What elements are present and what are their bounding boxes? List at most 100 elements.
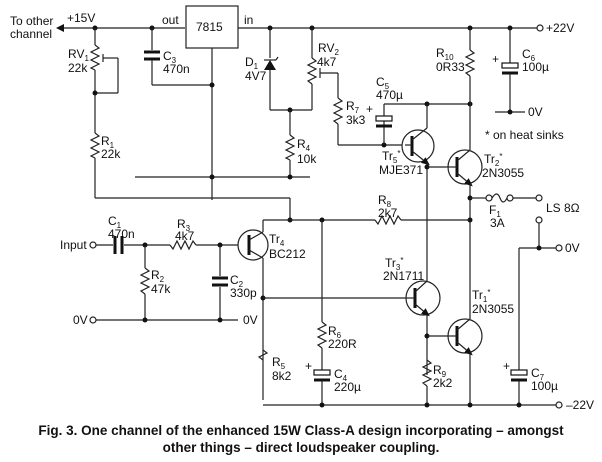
c7-value: 100µ — [531, 379, 558, 393]
r7-ref: R7 — [346, 99, 360, 115]
c6-zero-v-label: 0V — [528, 105, 543, 119]
r8-ref: R8 — [378, 193, 392, 209]
potentiometer-rv1 — [89, 28, 119, 125]
tr5-value: MJE371 — [379, 163, 423, 177]
minus22-rail — [263, 401, 563, 409]
fuse-f1 — [470, 193, 563, 360]
c2-zero-v-label: 0V — [243, 313, 258, 327]
r8-value: 2k7 — [378, 206, 398, 220]
figure-caption: Fig. 3. One channel of the enhanced 15W … — [0, 422, 602, 456]
ls-terminal-plus — [535, 194, 543, 202]
tr4-value: BC212 — [269, 247, 306, 261]
transistor-tr5 — [401, 104, 445, 375]
plus22-label: +22V — [546, 21, 574, 35]
input-terminal[interactable] — [89, 241, 97, 249]
c6-plus: + — [492, 52, 499, 66]
rv2-ref: RV2 — [318, 41, 339, 57]
tr3-ref: Tr3* — [385, 256, 403, 272]
regulator-7815: 7815 — [185, 5, 239, 200]
tr3-value: 2N1711 — [383, 269, 424, 283]
d1-value: 4V7 — [245, 69, 267, 83]
caption-line-2: other things – direct loudspeaker coupli… — [162, 440, 440, 455]
regulator-in-label: in — [244, 13, 253, 27]
arrow-left-icon — [56, 24, 64, 32]
c6-value: 100µ — [522, 60, 549, 74]
rv2-value: 4k7 — [317, 55, 337, 69]
resistor-r9 — [421, 359, 433, 405]
resistor-r1 — [89, 125, 293, 223]
potentiometer-rv2 — [306, 28, 339, 110]
transistor-tr1 — [424, 300, 483, 405]
r9-ref: R9 — [433, 363, 447, 379]
r2-ref: R2 — [151, 268, 165, 284]
capacitor-c7 — [510, 360, 528, 405]
regulator-out-label: out — [162, 13, 179, 27]
d1-ref: D1 — [245, 55, 259, 71]
transistor-tr2 — [445, 149, 483, 300]
input-zero-v-terminal[interactable] — [89, 316, 97, 324]
c5-plus: + — [366, 102, 373, 116]
c1-ref: C1 — [108, 214, 122, 230]
r10-ref: R10 — [436, 46, 454, 62]
r5-value: 8k2 — [272, 369, 292, 383]
capacitor-c6 — [495, 28, 525, 115]
resistor-r4 — [135, 110, 310, 180]
r1-value: 22k — [101, 147, 121, 161]
r9-value: 2k2 — [433, 376, 453, 390]
minus22-terminal — [555, 401, 563, 409]
r4-ref: R4 — [297, 137, 311, 153]
c3-value: 470n — [163, 62, 190, 76]
tr4-ref: Tr4 — [269, 232, 285, 248]
c5-ref: C5 — [376, 75, 390, 91]
c2-value: 330p — [230, 286, 257, 300]
tr2-value: 2N3055 — [482, 166, 524, 180]
r1-ref: R1 — [101, 134, 115, 150]
c7-ref: C7 — [531, 366, 545, 382]
resistor-r7 — [332, 97, 405, 148]
tr5-ref: Tr5* — [382, 149, 400, 165]
c6-ref: C6 — [522, 47, 536, 63]
plus22-terminal — [536, 24, 544, 32]
rv1-ref: RV1 — [68, 47, 89, 63]
input-zero-v-label: 0V — [73, 313, 88, 327]
capacitor-c3 — [144, 28, 215, 88]
c1-value: 470n — [108, 227, 135, 241]
c4-value: 220µ — [334, 380, 361, 394]
c4-plus: + — [305, 359, 312, 373]
r7-value: 3k3 — [346, 113, 366, 127]
c4-ref: C4 — [334, 367, 348, 383]
circuit-schematic: To other channel +15V 7815 out in +22V C… — [10, 5, 594, 412]
transistor-tr4 — [237, 220, 405, 400]
r10-value: 0R33 — [436, 60, 465, 74]
r3-ref: R3 — [177, 217, 191, 233]
r3-value: 4k7 — [175, 229, 195, 243]
minus22-label: –22V — [566, 398, 594, 412]
f1-ref: F1 — [489, 203, 501, 219]
heat-sink-note: * on heat sinks — [485, 128, 564, 142]
resistor-r10 — [464, 28, 476, 150]
rv1-value: 22k — [68, 61, 88, 75]
resistor-r6-capacitor-c4 — [313, 220, 331, 405]
output-zero-v-label: 0V — [565, 241, 580, 255]
c7-plus: + — [503, 359, 510, 373]
r6-ref: R6 — [328, 324, 342, 340]
tr2-ref: Tr2* — [484, 152, 502, 168]
c5-value: 470µ — [376, 88, 403, 102]
input-stage — [89, 236, 245, 324]
zener-diode-d1 — [264, 28, 312, 113]
transistor-tr3 — [405, 280, 441, 317]
plus22-rail — [238, 24, 544, 32]
f1-value: 3A — [490, 216, 505, 230]
svg-text:7815: 7815 — [196, 20, 223, 34]
channel-label: channel — [10, 27, 52, 41]
r5-ref: R5 — [272, 355, 286, 371]
tr1-value: 2N3055 — [472, 302, 514, 316]
r4-value: 10k — [297, 152, 317, 166]
r6-value: 220R — [328, 337, 357, 351]
r2-value: 47k — [151, 282, 171, 296]
caption-line-1: Fig. 3. One channel of the enhanced 15W … — [38, 423, 564, 438]
ls-terminal-minus — [535, 216, 543, 224]
c3-ref: C3 — [163, 49, 177, 65]
to-other-label: To other — [10, 14, 53, 28]
tr1-ref: Tr1* — [472, 288, 490, 304]
